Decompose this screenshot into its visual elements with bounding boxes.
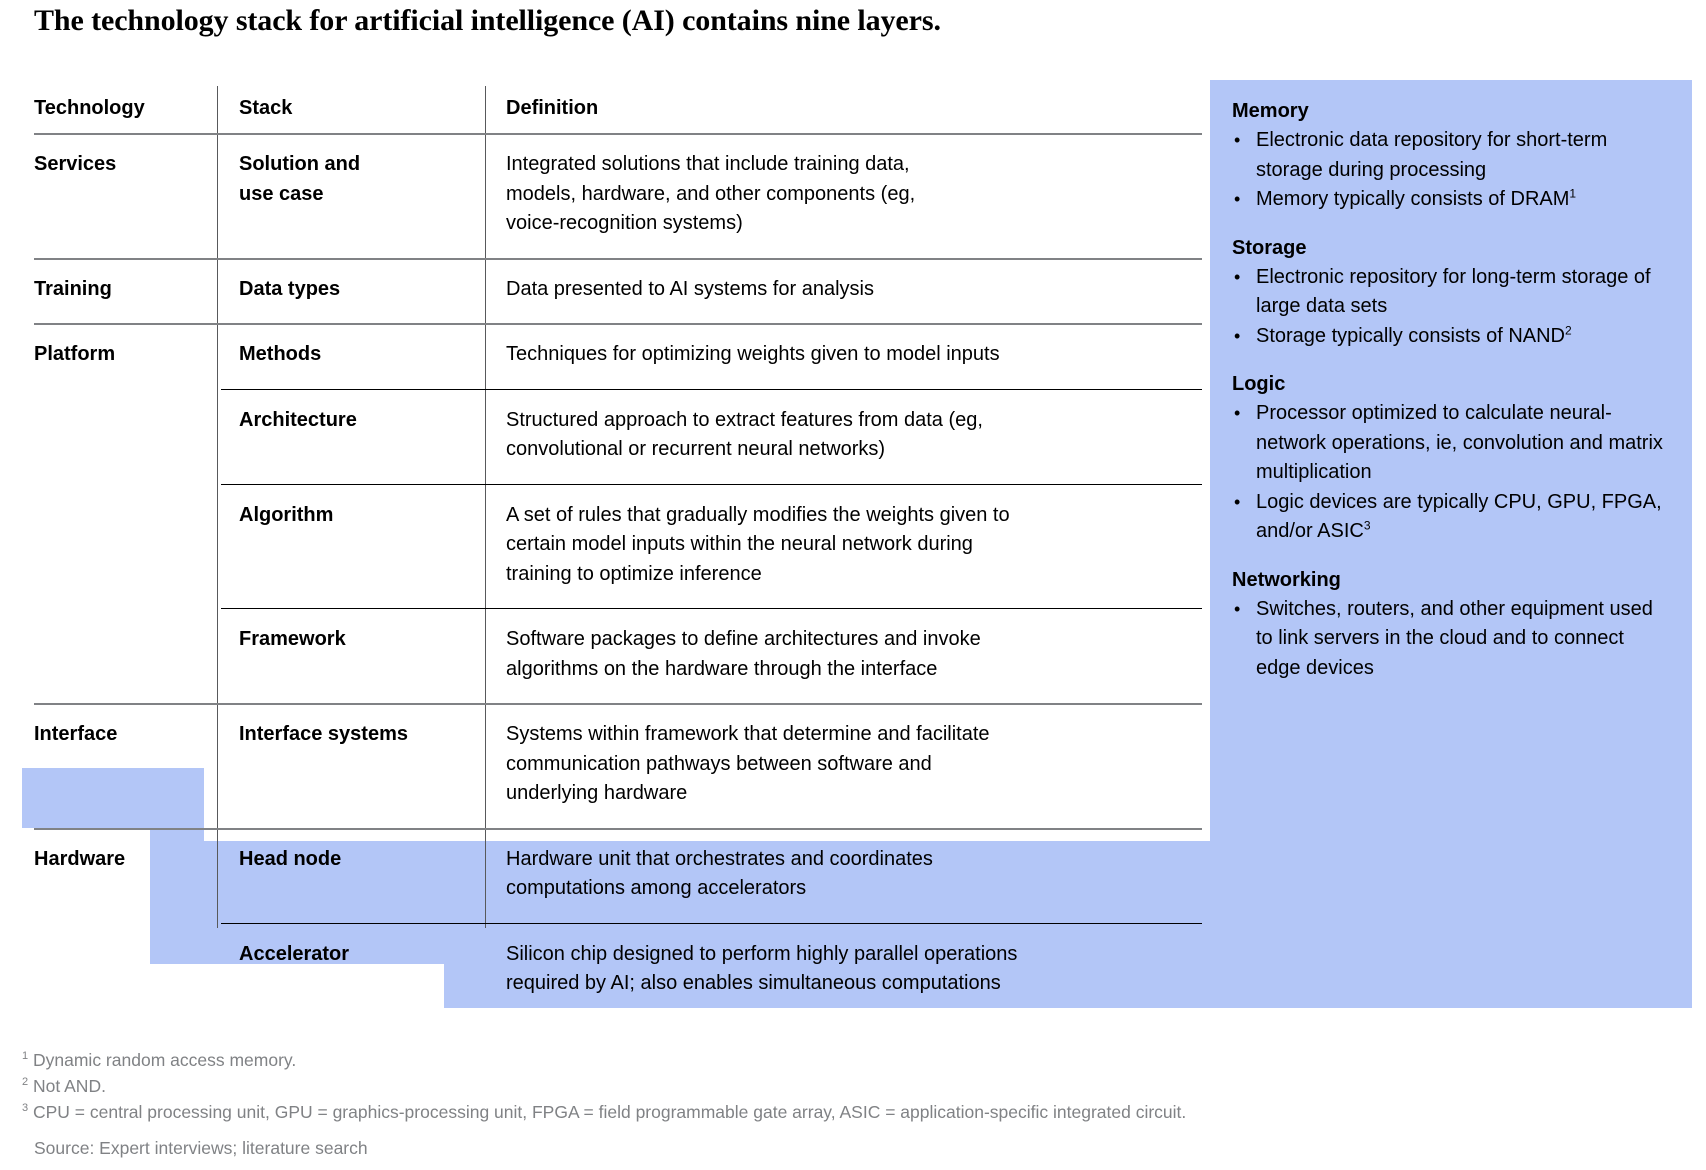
footnote-marker: 1 [1569,186,1577,201]
panel-group-memory: Memory Electronic data repository for sh… [1232,98,1672,215]
rule-subrow [221,483,1202,485]
cell-definition: Hardware unit that orchestrates and coor… [506,847,933,900]
list-item: Electronic repository for long-term stor… [1232,263,1672,322]
panel-item-text: Logic devices are typically CPU, GPU, FP… [1256,490,1662,543]
cell-technology: Platform [34,343,116,365]
footnote-marker: 2 [22,1076,29,1089]
header-definition: Definition [506,97,599,119]
list-item: Electronic data repository for short-ter… [1232,126,1672,185]
panel-heading-networking: Networking [1232,568,1341,591]
panel-list-networking: Switches, routers, and other equipment u… [1232,595,1672,684]
panel-group-networking: Networking Switches, routers, and other … [1232,567,1672,684]
cell-stack: Accelerator [239,942,350,965]
rule-row [34,257,1202,260]
list-item: Logic devices are typically CPU, GPU, FP… [1232,488,1672,547]
footnote-marker: 1 [22,1050,29,1063]
panel-item-text: Electronic data repository for short-ter… [1256,129,1608,181]
panel-list-logic: Processor optimized to calculate neural-… [1232,399,1672,547]
accelerator-stack-highlight [150,841,478,964]
source-note: Source: Expert interviews; literature se… [34,1138,368,1158]
cell-technology: Services [34,153,117,175]
cell-definition: A set of rules that gradually modifies t… [506,503,1010,585]
panel-list-storage: Electronic repository for long-term stor… [1232,263,1672,352]
cell-technology: Training [34,277,112,300]
panel-group-storage: Storage Electronic repository for long-t… [1232,235,1672,352]
header-technology: Technology [34,97,145,119]
cell-technology [34,923,217,1018]
footnote-marker: 2 [1565,322,1572,337]
cell-stack: Algorithm [239,503,334,526]
footnote-marker: 3 [1363,518,1371,533]
rule-row [34,703,1202,705]
cell-definition: Structured approach to extract features … [506,408,983,461]
footnote-text: Dynamic random access memory. [33,1050,297,1070]
page-title: The technology stack for artificial inte… [34,4,941,37]
panel-item-text: Processor optimized to calculate neural-… [1256,402,1663,483]
cell-technology [34,484,217,609]
cell-stack: Interface systems [239,723,408,745]
cell-definition: Systems within framework that determine … [506,723,990,804]
cell-technology [34,389,217,484]
table-row: Algorithm A set of rules that gradually … [34,484,1202,609]
rule-subrow [221,388,1202,390]
hardware-detail-panel: Memory Electronic data repository for sh… [1210,80,1692,1008]
list-item: Processor optimized to calculate neural-… [1232,399,1672,488]
panel-heading-memory: Memory [1232,100,1309,122]
panel-item-text: Memory typically consists of DRAM [1256,188,1570,210]
footnote-1: 1 Dynamic random access memory. [22,1047,1622,1073]
cell-stack: Architecture [239,408,357,431]
column-divider-technology-stack [217,86,218,928]
panel-group-logic: Logic Processor optimized to calculate n… [1232,371,1672,547]
list-item: Switches, routers, and other equipment u… [1232,595,1672,684]
cell-technology [34,608,217,703]
table-row: Accelerator Silicon chip designed to per… [34,923,1202,1018]
footnotes: 1 Dynamic random access memory. 2 Not AN… [22,1047,1622,1161]
table-row: Interface Interface systems Systems with… [34,703,1202,830]
rule-row [34,323,1202,325]
table-header-row: Technology Stack Definition [34,86,1202,135]
cell-stack: Data types [239,277,341,300]
panel-item-text: Switches, routers, and other equipment u… [1256,597,1653,679]
panel-heading-logic: Logic [1232,373,1286,395]
footnote-text: CPU = central processing unit, GPU = gra… [33,1102,1187,1122]
cell-definition: Techniques for optimizing weights given … [506,343,1000,365]
panel-heading-storage: Storage [1232,236,1307,259]
table-row: Training Data types Data presented to AI… [34,258,1202,325]
table-row: Services Solution and use case Integrate… [34,133,1202,260]
cell-stack: Framework [239,628,346,650]
technology-stack-table: Technology Stack Definition Services Sol… [34,86,1202,1018]
cell-definition: Data presented to AI systems for analysi… [506,277,874,300]
rule-subrow [221,608,1202,609]
panel-list-memory: Electronic data repository for short-ter… [1232,126,1672,215]
footnote-marker: 3 [22,1102,29,1115]
cell-definition: Software packages to define architecture… [506,628,981,680]
rule-header [34,133,1202,135]
column-divider-stack-definition [485,86,486,928]
header-stack: Stack [239,97,293,119]
table-row: Framework Software packages to define ar… [34,608,1202,705]
cell-technology: Hardware [34,847,126,870]
panel-item-text: Storage typically consists of NAND [1256,324,1566,347]
table-row: Architecture Structured approach to extr… [34,389,1202,485]
cell-stack: Head node [239,847,342,870]
cell-stack: Methods [239,343,322,365]
cell-definition: Integrated solutions that include traini… [506,153,916,234]
footnote-3: 3 CPU = central processing unit, GPU = g… [22,1099,1622,1125]
table-row: Platform Methods Techniques for optimizi… [34,323,1202,390]
footnote-text: Not AND. [33,1076,106,1096]
cell-technology: Interface [34,723,118,745]
list-item: Storage typically consists of NAND2 [1232,322,1672,352]
cell-definition: Silicon chip designed to perform highly … [506,942,1018,995]
rule-subrow [221,922,1202,924]
panel-item-text: Electronic repository for long-term stor… [1256,265,1651,318]
table-row: Hardware Head node Hardware unit that or… [34,828,1202,924]
cell-stack: Solution and use case [239,153,361,205]
footnote-2: 2 Not AND. [22,1073,1622,1099]
rule-row [34,827,1202,830]
list-item: Memory typically consists of DRAM1 [1232,185,1672,215]
